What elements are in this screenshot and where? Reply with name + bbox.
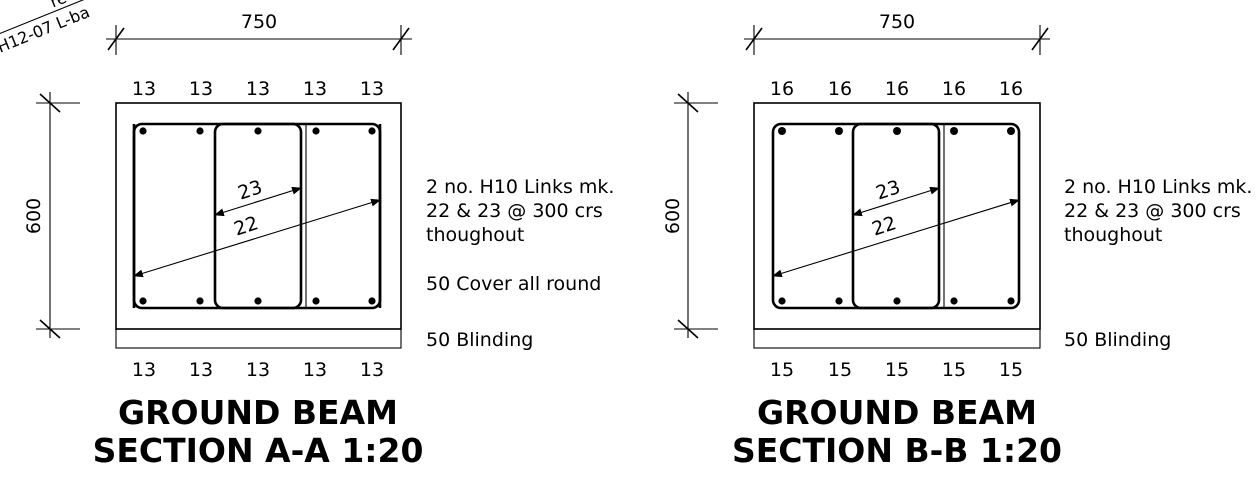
corner-tag-line2: H12-07 L-ba [0,2,92,56]
note-cover: 50 Cover all round [426,273,601,295]
blinding-layer [753,328,1041,349]
outer-link [771,122,1021,310]
depth-dimension: 600 [23,92,80,339]
top-bar-label: 16 [885,78,909,100]
section-title-line2: SECTION B-B 1:20 [732,431,1062,470]
note-links-line2: 22 & 23 @ 300 crs [1064,200,1241,222]
corner-tag-line1: re [47,0,69,11]
bottom-bar-label: 15 [942,359,966,381]
note-links-line1: 2 no. H10 Links mk. [426,176,614,198]
bottom-bar-label: 13 [189,359,213,381]
depth-dimension: 600 [662,92,718,339]
rebar-dots [778,127,1015,305]
note-links-line1: 2 no. H10 Links mk. [1064,176,1252,198]
section-b-b: 750 600 16 16 16 16 16 [662,11,1252,470]
bottom-bar-label: 13 [303,359,327,381]
note-links-line2: 22 & 23 @ 300 crs [426,200,603,222]
top-bar-label: 13 [132,78,156,100]
bottom-bar-labels: 13 13 13 13 13 [132,359,384,381]
concrete-outline [753,102,1041,330]
width-dim-label: 750 [241,11,277,33]
depth-dim-label: 600 [662,198,684,234]
top-bar-label: 16 [942,78,966,100]
section-a-a: 750 600 13 13 13 13 13 [23,11,614,470]
inner-link [213,122,303,310]
bottom-bar-label: 13 [132,359,156,381]
bottom-bar-labels: 15 15 15 15 15 [770,359,1023,381]
top-bar-label: 13 [246,78,270,100]
section-title-line1: GROUND BEAM [118,393,398,432]
top-bar-label: 16 [828,78,852,100]
section-title-line1: GROUND BEAM [757,393,1037,432]
outer-link [132,122,382,310]
inner-link [851,122,941,310]
top-bar-label: 13 [189,78,213,100]
note-links-line3: thoughout [426,224,524,246]
blinding-layer [115,328,402,349]
top-bar-label: 16 [770,78,794,100]
section-title-line2: SECTION A-A 1:20 [93,431,424,470]
corner-tag: re H12-07 L-ba [0,0,113,57]
rebar-dots [139,127,376,305]
link-mark-outer: 22 [869,212,899,240]
bottom-bar-label: 13 [360,359,384,381]
top-bar-label: 13 [303,78,327,100]
note-blinding: 50 Blinding [426,329,533,351]
top-bar-label: 16 [999,78,1023,100]
top-bar-labels: 13 13 13 13 13 [132,78,384,100]
width-dim-label: 750 [879,11,915,33]
concrete-outline [115,102,402,330]
bottom-bar-label: 15 [770,359,794,381]
note-links-line3: thoughout [1064,224,1162,246]
width-dimension: 750 [106,11,412,55]
bottom-bar-label: 15 [885,359,909,381]
width-dimension: 750 [744,11,1050,55]
bottom-bar-label: 13 [246,359,270,381]
top-bar-labels: 16 16 16 16 16 [770,78,1023,100]
bottom-bar-label: 15 [999,359,1023,381]
depth-dim-label: 600 [23,198,45,234]
top-bar-label: 13 [360,78,384,100]
bottom-bar-label: 15 [828,359,852,381]
note-blinding: 50 Blinding [1064,329,1171,351]
link-mark-outer: 22 [231,212,261,240]
